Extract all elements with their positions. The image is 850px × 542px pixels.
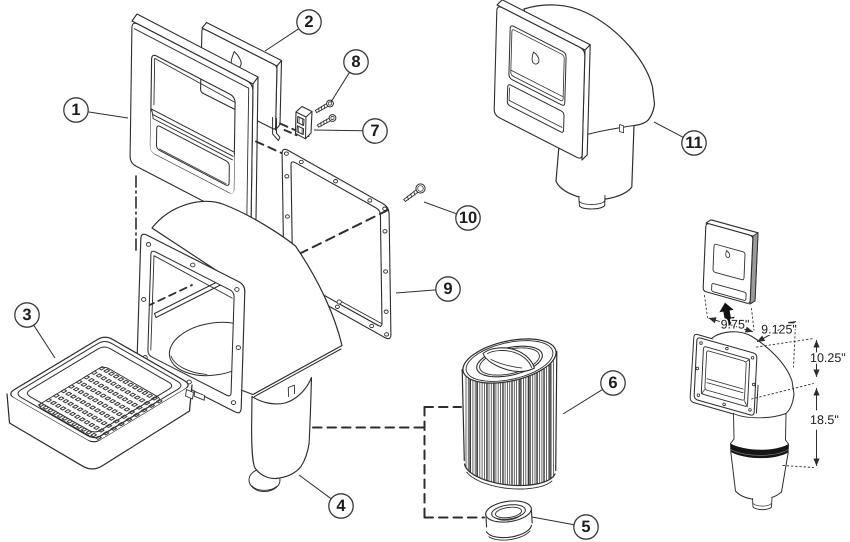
- callout-number: 5: [581, 518, 590, 536]
- callout-7: 7: [313, 118, 388, 144]
- callout-number: 3: [22, 306, 31, 324]
- callout-8: 8: [330, 49, 369, 103]
- callout-circle: [296, 9, 322, 35]
- line-art: [6, 0, 820, 541]
- callout-number: 4: [336, 497, 346, 515]
- callout-10: 10: [423, 201, 481, 231]
- callout-number: 6: [608, 374, 617, 392]
- callout-5: 5: [531, 514, 599, 540]
- dimension-label-width: 9.75": [721, 318, 750, 332]
- dimension-label-depth: 9.125": [761, 323, 797, 337]
- callout-2: 2: [264, 9, 322, 52]
- callout-number: 2: [304, 13, 313, 31]
- dimension-labels: 9.75" 9.125" 10.25" 18.5": [719, 316, 847, 429]
- callout-circle: [573, 514, 599, 540]
- dimension-drawing-skimmer: [689, 219, 795, 511]
- part-assembled-faceplate: [493, 0, 591, 161]
- part-clip-screws: [314, 99, 337, 128]
- callout-number: 10: [459, 209, 477, 227]
- callout-circle: [455, 205, 481, 231]
- dimension-label-faceplate_height: 10.25": [810, 351, 846, 365]
- dimension-lines: [704, 295, 820, 468]
- assembly-axis-dashes-bottom: [312, 406, 485, 519]
- callout-circle: [14, 302, 40, 328]
- callout-circle: [362, 118, 388, 144]
- part-retainer-ring: [485, 500, 533, 541]
- callout-9: 9: [395, 276, 461, 302]
- part-skimmer-flange: [136, 233, 246, 414]
- callout-11: 11: [653, 121, 707, 156]
- callout-number: 8: [351, 53, 360, 71]
- callout-number: 1: [71, 101, 80, 119]
- callout-3: 3: [14, 302, 56, 359]
- part-faceplate-screw: [403, 183, 426, 202]
- callout-6: 6: [562, 370, 626, 415]
- callout-1: 1: [63, 97, 129, 123]
- part-debris-basket: [6, 336, 194, 470]
- callouts-layer: 1 2 3 4 5 6 7 8 9 10 11: [14, 9, 707, 540]
- callout-circle: [328, 493, 354, 519]
- assembly-axis-dashes-top: [135, 122, 310, 253]
- dimension-label-overall_height: 18.5": [810, 413, 839, 427]
- part-skimmer-body: [151, 200, 343, 492]
- callout-circle: [681, 130, 707, 156]
- part-clip: [294, 105, 313, 140]
- assembly-axis-gasket: [294, 209, 389, 257]
- callout-number: 7: [370, 122, 379, 140]
- part-faceplate: [129, 13, 259, 227]
- callout-circle: [435, 276, 461, 302]
- callout-number: 11: [685, 134, 702, 152]
- callout-circle: [63, 97, 89, 123]
- callout-circle: [600, 370, 626, 396]
- part-filter-cartridge: [461, 338, 558, 490]
- callout-4: 4: [298, 474, 354, 519]
- callout-circle: [343, 49, 369, 75]
- callout-number: 9: [443, 280, 452, 298]
